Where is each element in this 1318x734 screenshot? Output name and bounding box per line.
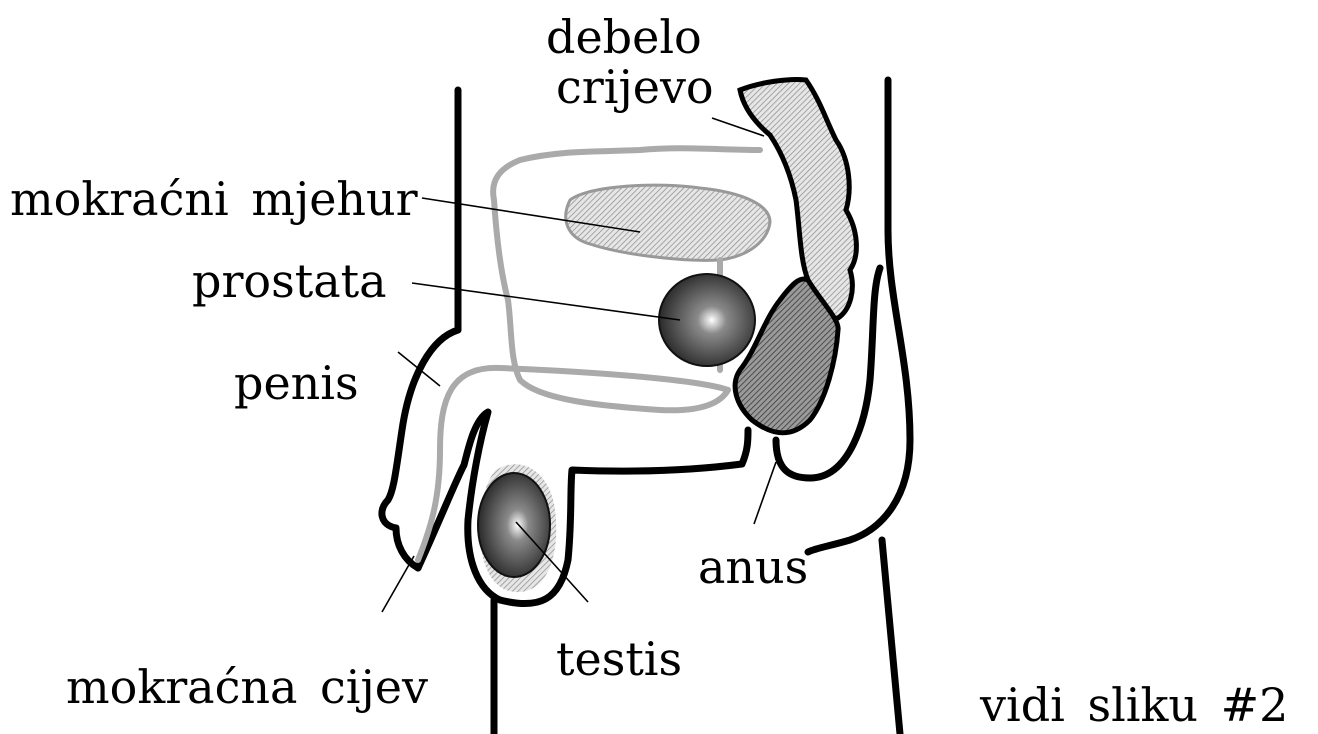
- leader-anus: [754, 462, 776, 524]
- leader-prostate: [412, 283, 680, 320]
- label-bladder: mokraćni mjehur: [10, 176, 418, 222]
- label-see-figure: vidi sliku #2: [980, 682, 1288, 728]
- testis-shape: [478, 473, 550, 577]
- label-anus: anus: [698, 544, 808, 590]
- label-testis: testis: [556, 636, 682, 682]
- prostate-shape: [659, 274, 755, 366]
- label-colon-line2: crijevo: [556, 64, 714, 110]
- leader-penis: [398, 352, 440, 386]
- leg-back-line: [882, 540, 900, 734]
- label-prostate: prostata: [192, 258, 387, 304]
- bladder-shape: [566, 185, 770, 260]
- label-colon-line1: debelo: [546, 14, 702, 60]
- label-urethra: mokraćna cijev: [66, 664, 428, 710]
- label-penis: penis: [234, 360, 359, 406]
- leader-urethra: [382, 556, 414, 612]
